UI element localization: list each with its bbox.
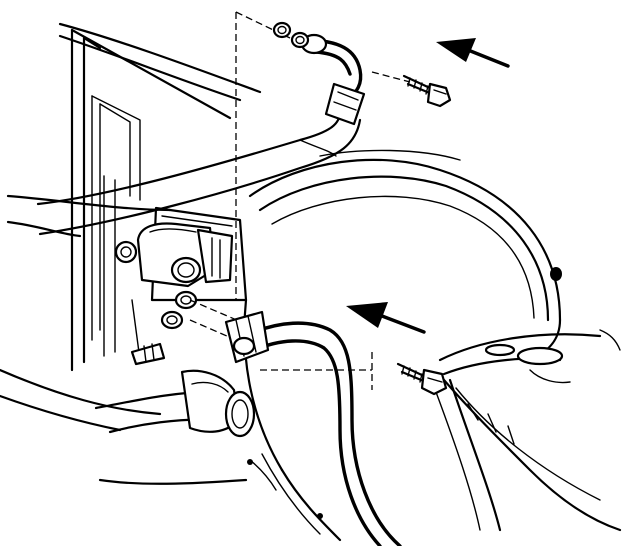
condenser-inlet-line: [189, 299, 402, 546]
fan-shroud: [243, 149, 562, 542]
upper-crossbar: [36, 110, 362, 236]
lower-radiator-hose: [94, 369, 277, 491]
condenser-outlet-line: [272, 21, 366, 126]
lower-line-bolt: [396, 362, 448, 396]
radiator-frame: [0, 22, 262, 432]
side-mount-bracket: [438, 329, 622, 532]
condenser-fitting-block: [114, 206, 248, 366]
upper-line-bolt: [402, 74, 452, 108]
upper-removal-arrow: [436, 38, 510, 68]
lower-removal-arrow: [346, 302, 426, 334]
